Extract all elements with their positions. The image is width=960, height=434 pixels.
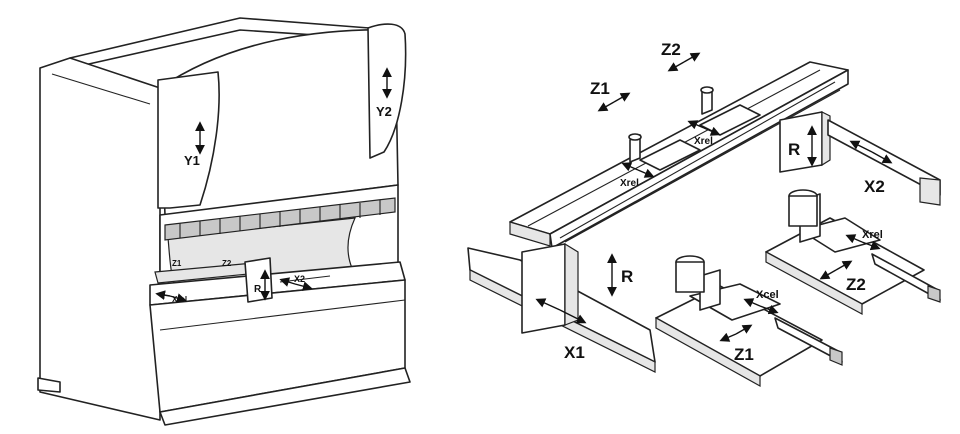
xrel-beam-right-arrow	[687, 120, 721, 136]
x2-arrow	[849, 140, 893, 164]
x1-arrow	[535, 298, 587, 324]
label-xrel-beam-right: Xrel	[694, 136, 713, 147]
label-xrel-unit2: Xrel	[862, 229, 883, 241]
z1-axis-unit	[655, 255, 843, 388]
label-xrel-beam-left: Xrel	[620, 178, 639, 189]
label-r-bottom: R	[621, 267, 633, 286]
xrel-beam-left-arrow	[621, 162, 655, 178]
label-y1: Y1	[184, 153, 200, 168]
z2-arrow	[667, 52, 701, 72]
label-z1-small: Z1	[172, 259, 182, 268]
small-xrel-arrow	[155, 290, 187, 303]
label-z2: Z2	[661, 40, 681, 59]
label-x1: X1	[564, 343, 585, 362]
label-x2: X2	[864, 177, 885, 196]
label-y2: Y2	[376, 104, 392, 119]
label-x2-small: X2	[294, 274, 305, 284]
label-xrel-unit1: Xcel	[756, 289, 779, 301]
z1-unit-arrow	[719, 324, 753, 342]
press-brake-machine	[37, 17, 411, 426]
xrel-unit1-arrow	[743, 298, 779, 315]
label-z1-unit: Z1	[734, 345, 754, 364]
label-r-small: R	[254, 284, 262, 295]
label-xrel-small: Xrel	[172, 295, 187, 304]
z1-arrow	[597, 92, 631, 112]
small-x2-arrow	[279, 277, 313, 291]
label-r-top: R	[788, 140, 800, 159]
label-z2-small: Z2	[222, 259, 232, 268]
xrel-unit2-arrow	[845, 234, 881, 251]
label-z1: Z1	[590, 79, 610, 98]
z2-unit-arrow	[819, 260, 853, 280]
label-z2-unit: Z2	[846, 275, 866, 294]
z2-axis-unit	[765, 189, 941, 316]
